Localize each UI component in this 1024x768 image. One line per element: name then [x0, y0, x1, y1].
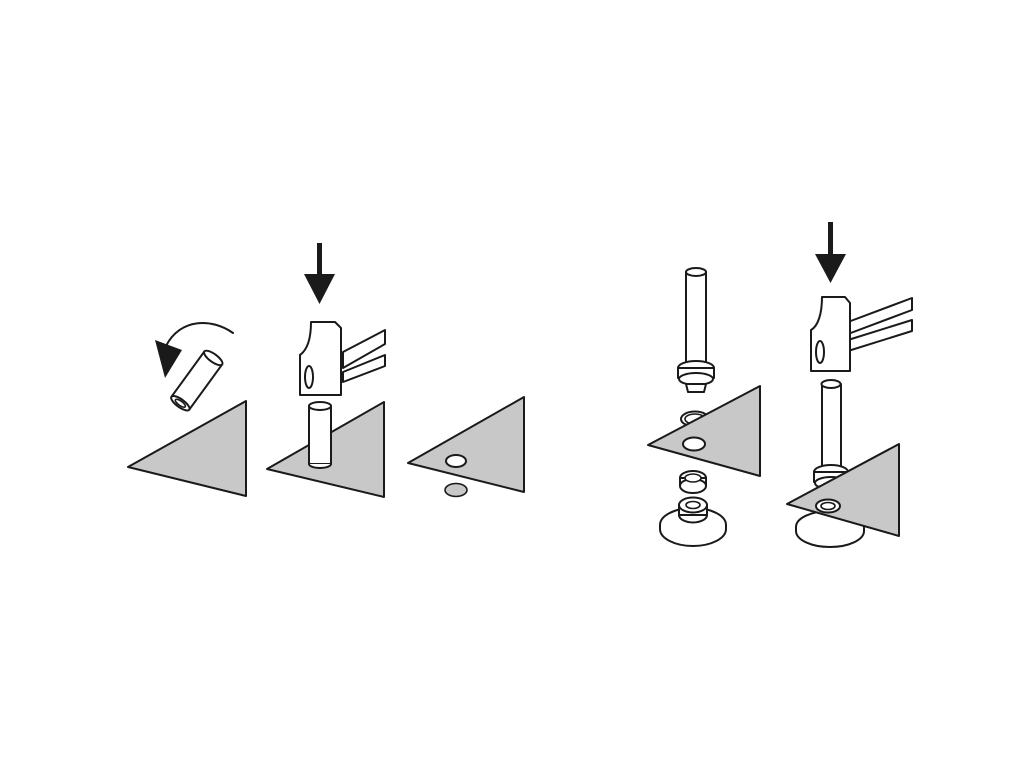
material-sheet [407, 396, 525, 493]
material-sheet [127, 400, 247, 497]
hammer-icon [810, 296, 913, 372]
material-sheet [786, 443, 900, 537]
hole-punch-icon [170, 349, 224, 412]
punched-hole [445, 454, 467, 468]
curved-arrow-icon [155, 322, 234, 378]
step-4-panel [647, 267, 761, 547]
anvil-base-icon [659, 496, 727, 547]
setting-tool-icon [677, 267, 715, 393]
material-sheet [647, 385, 761, 477]
step-2-panel [266, 243, 386, 498]
down-arrow-icon [815, 222, 846, 283]
grommet-eyelet-icon [679, 470, 707, 494]
hammer-icon [299, 321, 386, 396]
step-5-panel [786, 222, 913, 548]
grommet-washer-icon [815, 498, 841, 514]
punched-hole [682, 436, 706, 452]
removed-disc [444, 482, 468, 498]
step-3-panel [407, 396, 525, 498]
down-arrow-icon [304, 243, 335, 304]
hole-punch-icon [308, 401, 332, 469]
step-1-panel [127, 322, 247, 497]
